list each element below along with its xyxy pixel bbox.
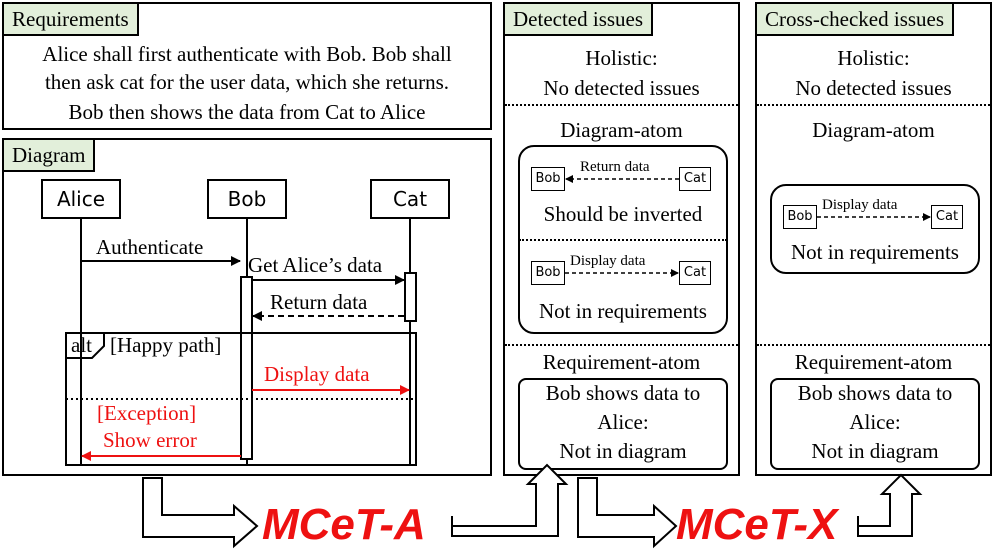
crosschecked-req-atom-title: Requirement-atom bbox=[794, 350, 953, 374]
detected-req-line-1: Bob shows data to bbox=[545, 381, 701, 405]
detected-atom2-issue: Not in requirements bbox=[539, 299, 707, 323]
detected-atom1-label: Return data bbox=[580, 159, 650, 175]
lifeline-bob: Bob bbox=[207, 179, 287, 219]
requirements-tag: Requirements bbox=[4, 4, 139, 36]
crosschecked-req-line-2: Alice: bbox=[849, 410, 901, 434]
crosschecked-atom1-to: Cat bbox=[931, 205, 963, 229]
msg-exception: [Exception] bbox=[97, 401, 197, 425]
flow-arrow-4 bbox=[857, 473, 923, 537]
crosschecked-holistic-title: Holistic: bbox=[837, 46, 910, 70]
diagram-tag: Diagram bbox=[4, 140, 96, 172]
flow-arrow-1 bbox=[142, 477, 259, 549]
alt-label: alt bbox=[71, 333, 92, 357]
crosschecked-atom1-issue: Not in requirements bbox=[791, 240, 959, 264]
lifeline-alice: Alice bbox=[41, 179, 121, 219]
requirement-line-1: Alice shall first authenticate with Bob.… bbox=[42, 42, 452, 66]
requirement-line-2: then ask cat for the user data, which sh… bbox=[44, 70, 450, 94]
detected-atom2-to: Cat bbox=[679, 261, 711, 285]
detected-divider-1 bbox=[505, 104, 738, 106]
flow-arrow-2 bbox=[451, 463, 569, 537]
alt-guard: [Happy path] bbox=[110, 333, 222, 357]
crosschecked-holistic-text: No detected issues bbox=[795, 76, 952, 100]
msg-authenticate: Authenticate bbox=[96, 235, 204, 259]
detected-holistic-title: Holistic: bbox=[585, 46, 658, 70]
detected-req-line-2: Alice: bbox=[597, 410, 649, 434]
crosschecked-atom1-from: Bob bbox=[783, 205, 817, 229]
crosschecked-atom1-label: Display data bbox=[822, 197, 898, 213]
lifeline-cat: Cat bbox=[370, 179, 450, 219]
requirements-panel: Requirements Alice shall first authentic… bbox=[2, 2, 492, 130]
flow-step-mcet-x: MCeT-X bbox=[676, 500, 838, 549]
detected-atom1-issue: Should be inverted bbox=[543, 202, 703, 226]
crosschecked-issues-tag: Cross-checked issues bbox=[757, 4, 955, 36]
crosschecked-divider-1 bbox=[757, 104, 990, 106]
crosschecked-diagram-atom-title: Diagram-atom bbox=[812, 118, 935, 142]
crosschecked-divider-2 bbox=[757, 344, 990, 346]
detected-req-atom-title: Requirement-atom bbox=[542, 350, 701, 374]
detected-atom-divider bbox=[519, 239, 727, 241]
detected-holistic-text: No detected issues bbox=[543, 76, 700, 100]
detected-req-atom-box bbox=[518, 378, 728, 470]
detected-atom2-label: Display data bbox=[570, 253, 646, 269]
detected-atom1-to: Cat bbox=[679, 167, 711, 191]
msg-show-error: Show error bbox=[103, 428, 197, 452]
requirement-line-3: Bob then shows the data from Cat to Alic… bbox=[68, 100, 426, 124]
crosschecked-req-line-3: Not in diagram bbox=[811, 439, 939, 463]
msg-return-data: Return data bbox=[270, 290, 368, 314]
crosschecked-req-atom-box bbox=[770, 378, 980, 470]
detected-atom2-from: Bob bbox=[531, 261, 565, 285]
detected-atom1-from: Bob bbox=[531, 167, 565, 191]
detected-divider-2 bbox=[505, 344, 738, 346]
crosschecked-req-line-1: Bob shows data to bbox=[797, 381, 953, 405]
msg-get-data: Get Alice’s data bbox=[248, 253, 383, 277]
flow-step-mcet-a: MCeT-A bbox=[262, 500, 426, 549]
flow-arrow-3 bbox=[577, 477, 678, 549]
crosschecked-diagram-atom-box bbox=[770, 184, 980, 274]
msg-display-data: Display data bbox=[264, 362, 370, 386]
detected-diagram-atom-title: Diagram-atom bbox=[560, 118, 683, 142]
detected-issues-tag: Detected issues bbox=[505, 4, 654, 36]
detected-req-line-3: Not in diagram bbox=[559, 439, 687, 463]
